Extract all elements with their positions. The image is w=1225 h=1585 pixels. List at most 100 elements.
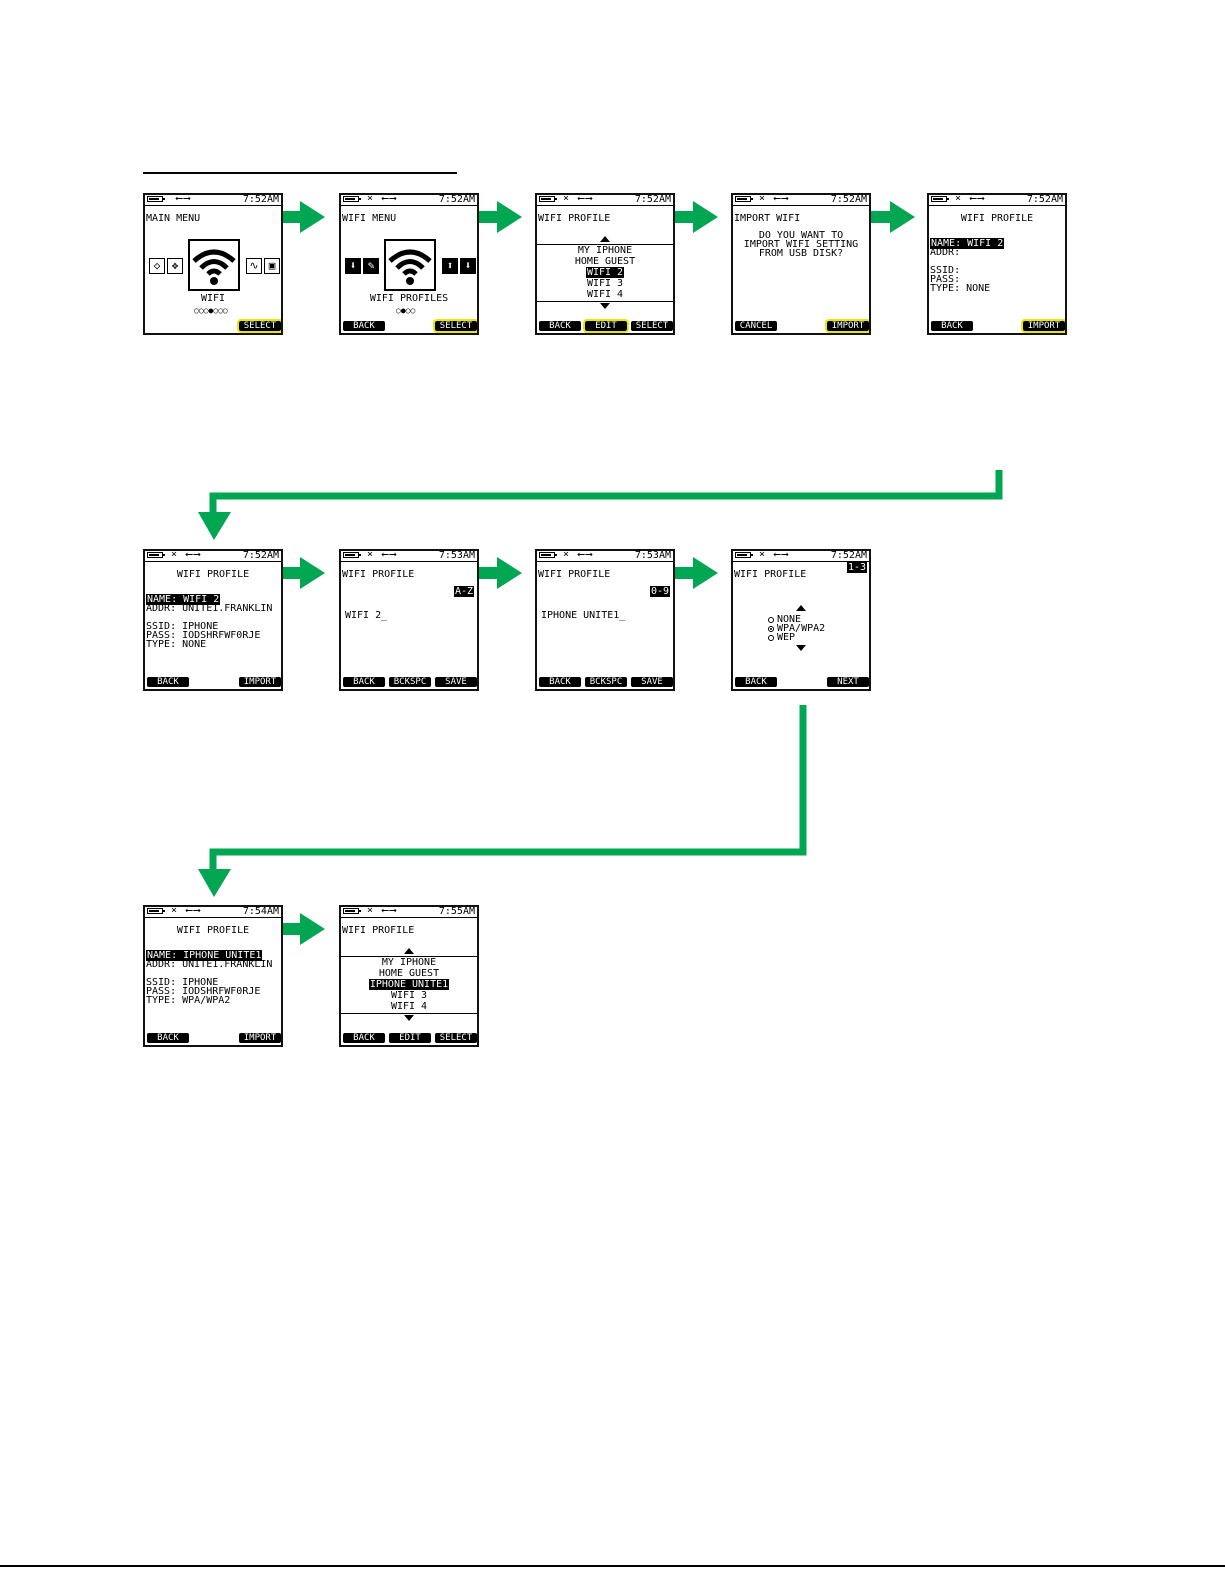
back-button[interactable]: BACK xyxy=(539,321,581,331)
list-item[interactable]: WIFI 4 xyxy=(390,1001,428,1012)
list-item-selected[interactable]: WIFI 2 xyxy=(537,267,673,278)
type-field[interactable]: TYPE: NONE xyxy=(930,283,991,294)
cancel-button[interactable]: CANCEL xyxy=(735,321,777,331)
ssid-field[interactable]: SSID: IPHONE xyxy=(146,977,219,988)
back-button[interactable]: BACK xyxy=(147,1033,189,1043)
radio-none[interactable] xyxy=(768,617,774,623)
flow-line-row2-to-row3 xyxy=(209,705,807,871)
next-button[interactable]: NEXT xyxy=(827,677,869,687)
list-item[interactable]: WIFI 3 xyxy=(390,990,428,1001)
cube-icon[interactable]: ◇ xyxy=(149,258,165,274)
backspace-button[interactable]: BCKSPC xyxy=(585,677,627,687)
name-field[interactable]: NAME: WIFI 2 xyxy=(146,594,221,605)
scroll-down-icon[interactable] xyxy=(600,303,610,309)
clock: 7:52AM xyxy=(1026,194,1063,205)
status-bar: × ⭠⭢ 7:52AM xyxy=(145,551,281,562)
clock: 7:54AM xyxy=(242,906,279,917)
addr-field[interactable]: ADDR: UNITE1.FRANKLIN xyxy=(146,603,273,614)
back-button[interactable]: BACK xyxy=(147,677,189,687)
battery-icon xyxy=(735,552,753,558)
screen-icon[interactable]: ▣ xyxy=(264,258,280,274)
addr-field[interactable]: ADDR: UNITE1.FRANKLIN xyxy=(146,959,273,970)
clock: 7:53AM xyxy=(634,550,671,561)
wifi-icon[interactable] xyxy=(384,239,436,291)
select-button[interactable]: SELECT xyxy=(631,321,673,331)
clock: 7:52AM xyxy=(242,550,279,561)
input-mode-text: A-Z xyxy=(453,586,474,597)
back-button[interactable]: BACK xyxy=(343,677,385,687)
pass-field[interactable]: PASS: IODSHRFWF0RJE xyxy=(146,630,261,641)
waveform-icon[interactable]: ∿ xyxy=(246,258,262,274)
download-icon[interactable]: ⬇ xyxy=(345,258,361,274)
backspace-button[interactable]: BCKSPC xyxy=(389,677,431,687)
battery-icon xyxy=(539,196,557,202)
pass-field[interactable]: PASS: xyxy=(930,274,961,285)
save-button[interactable]: SAVE xyxy=(631,677,673,687)
flow-arrow-row3-down xyxy=(198,869,231,897)
scroll-up-icon[interactable] xyxy=(796,605,806,611)
back-button[interactable]: BACK xyxy=(343,1033,385,1043)
usb-icon: ⭠⭢ xyxy=(175,193,191,204)
download-icon-2[interactable]: ⬇ xyxy=(460,258,476,274)
clock: 7:55AM xyxy=(438,906,475,917)
close-icon: × xyxy=(171,549,178,560)
lcd-screen-import-wifi: × ⭠⭢ 7:52AM IMPORT WIFI DO YOU WANT TO I… xyxy=(731,193,871,335)
scroll-down-icon[interactable] xyxy=(404,1015,414,1021)
list-item[interactable]: WIFI 4 xyxy=(586,289,624,300)
scroll-up-icon[interactable] xyxy=(600,236,610,242)
back-button[interactable]: BACK xyxy=(539,677,581,687)
addr-field[interactable]: ADDR: xyxy=(930,247,961,258)
edit-button[interactable]: EDIT xyxy=(583,319,629,333)
back-button[interactable]: BACK xyxy=(343,321,385,331)
text-entry-field[interactable]: WIFI 2_ xyxy=(345,610,388,621)
import-button[interactable]: IMPORT xyxy=(1021,319,1065,333)
move-icon[interactable]: ✥ xyxy=(167,258,183,274)
list-item-selected[interactable]: IPHONE UNITE1 xyxy=(341,979,477,990)
scroll-down-icon[interactable] xyxy=(796,645,806,651)
import-button[interactable]: IMPORT xyxy=(239,1033,281,1043)
back-button[interactable]: BACK xyxy=(931,321,973,331)
close-icon: × xyxy=(759,549,766,560)
input-mode-text: 0-9 xyxy=(649,586,670,597)
ssid-field[interactable]: SSID: IPHONE xyxy=(146,621,219,632)
input-mode-badge[interactable]: A-Z xyxy=(453,586,474,597)
name-field[interactable]: NAME: IPHONE UNITE1 xyxy=(146,950,263,961)
screen-title: WIFI PROFILE xyxy=(342,569,415,580)
radio-wpa[interactable] xyxy=(768,626,774,632)
lcd-screen-wifi-profile-complete: × ⭠⭢ 7:54AM WIFI PROFILE NAME: IPHONE UN… xyxy=(143,905,283,1047)
name-value: NAME: WIFI 2 xyxy=(930,238,1005,249)
radio-wep[interactable] xyxy=(768,635,774,641)
lcd-screen-wifi-profile-list: × ⭠⭢ 7:52AM WIFI PROFILE MY IPHONE HOME … xyxy=(535,193,675,335)
pass-field[interactable]: PASS: IODSHRFWF0RJE xyxy=(146,986,261,997)
select-button[interactable]: SELECT xyxy=(433,319,477,333)
edit-button[interactable]: EDIT xyxy=(389,1033,431,1043)
back-button[interactable]: BACK xyxy=(735,677,777,687)
list-item[interactable]: MY IPHONE xyxy=(381,957,437,968)
wifi-icon[interactable] xyxy=(188,239,240,291)
list-item[interactable]: HOME GUEST xyxy=(378,968,440,979)
list-item[interactable]: MY IPHONE xyxy=(577,245,633,256)
clock: 7:52AM xyxy=(830,550,867,561)
close-icon: × xyxy=(563,193,570,204)
close-icon: × xyxy=(367,193,374,204)
list-item[interactable]: HOME GUEST xyxy=(574,256,636,267)
import-button[interactable]: IMPORT xyxy=(239,677,281,687)
type-field[interactable]: TYPE: NONE xyxy=(146,639,207,650)
list-item[interactable]: WIFI 3 xyxy=(586,278,624,289)
profile-list: MY IPHONE HOME GUEST WIFI 2 WIFI 3 WIFI … xyxy=(537,244,673,302)
status-bar: × ⭠⭢ 7:52AM xyxy=(733,195,869,206)
save-button[interactable]: SAVE xyxy=(435,677,477,687)
lcd-screen-wifi-profile-empty: × ⭠⭢ 7:52AM WIFI PROFILE NAME: WIFI 2 AD… xyxy=(927,193,1067,335)
name-field[interactable]: NAME: WIFI 2 xyxy=(930,238,1005,249)
import-button[interactable]: IMPORT xyxy=(825,319,869,333)
select-button[interactable]: SELECT xyxy=(435,1033,477,1043)
type-field[interactable]: TYPE: WPA/WPA2 xyxy=(146,995,231,1006)
text-entry-field[interactable]: IPHONE UNITE1_ xyxy=(541,610,626,621)
select-button[interactable]: SELECT xyxy=(237,319,281,333)
input-mode-badge[interactable]: 0-9 xyxy=(649,586,670,597)
tools-icon[interactable]: ✎ xyxy=(363,258,379,274)
ssid-field[interactable]: SSID: xyxy=(930,265,961,276)
screen-title: WIFI PROFILE xyxy=(734,569,807,580)
scroll-up-icon[interactable] xyxy=(404,948,414,954)
upload-icon[interactable]: ⬆ xyxy=(442,258,458,274)
